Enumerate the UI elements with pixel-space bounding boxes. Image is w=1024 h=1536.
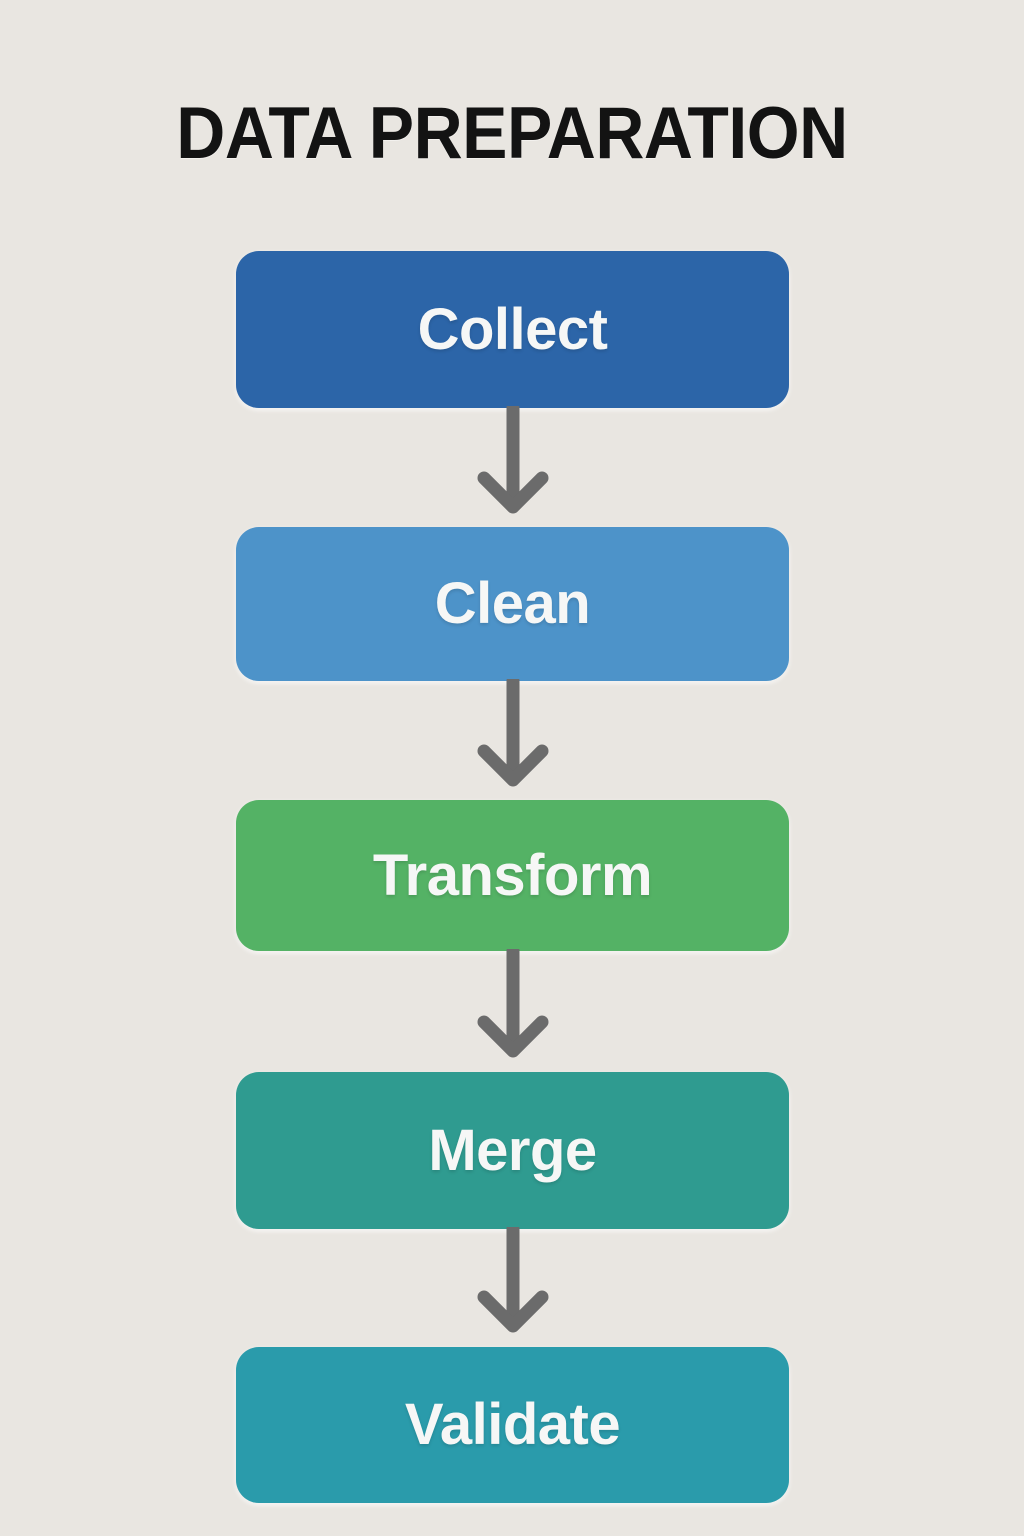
flow-node-label: Clean [434,571,591,636]
page-title: DATA PREPARATION [176,93,848,174]
flow-node-label: Collect [417,296,608,362]
down-arrow-icon [465,679,561,802]
flow-node-label: Validate [404,1392,621,1457]
flow-node-label: Transform [372,842,653,908]
flow-node-transform[interactable]: Transform [236,800,789,951]
flow-node-collect[interactable]: Collect [236,251,789,408]
flow-node-label: Merge [428,1117,597,1183]
down-arrow-icon [465,406,561,529]
down-arrow-icon [465,949,561,1073]
flow-node-clean[interactable]: Clean [236,527,789,681]
flow-node-validate[interactable]: Validate [236,1347,789,1503]
flow-node-merge[interactable]: Merge [236,1072,789,1229]
down-arrow-icon [465,1227,561,1348]
